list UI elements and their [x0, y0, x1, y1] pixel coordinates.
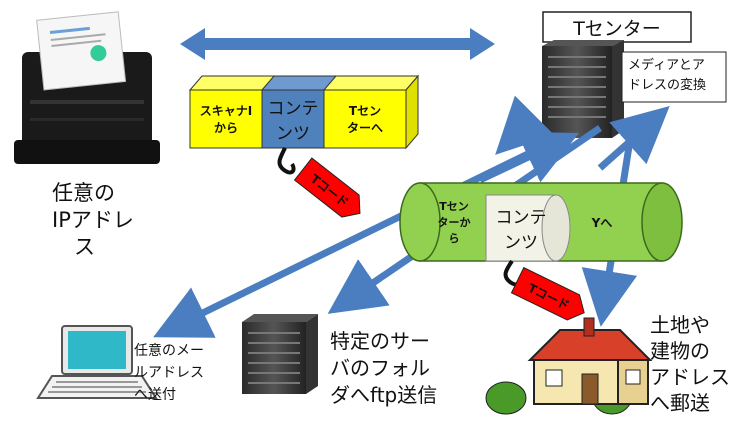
top-box-middle-text: コンテ ンツ: [267, 99, 319, 144]
house-label: 土地や 建物の アドレス へ郵送: [650, 313, 730, 415]
house-icon: [485, 317, 653, 415]
distribution-arrows: [153, 95, 670, 338]
cylinder-right-text: Yへ: [591, 215, 613, 230]
content-cylinder: [399, 182, 683, 262]
top-packet-box: [188, 74, 420, 150]
cylinder-left-text: Tセン ターか ら: [437, 200, 471, 245]
tcenter-title: Tセンター: [573, 17, 661, 40]
laptop-label: 任意のメー ルアドレス へ送付: [134, 343, 204, 403]
scanner-icon: [14, 11, 160, 164]
tcode-tag-cylinder: [510, 266, 585, 321]
tcenter-title-box: [542, 11, 692, 43]
laptop-icon: [36, 325, 158, 399]
server-label: 特定のサー バのフォル ダへftp送信: [330, 329, 438, 407]
tcenter-sublabel-box: [621, 51, 727, 103]
double-arrow-scanner-tcenter: [180, 28, 495, 60]
tcenter-server-icon: [542, 40, 624, 138]
ftp-server-icon: [242, 314, 318, 394]
scanner-label: 任意の IPアドレ ス: [52, 181, 134, 259]
tcode-tag-top: [293, 157, 361, 218]
cylinder-middle-text: コンテ ンツ: [495, 208, 547, 253]
tcenter-sublabel: メディアとア ドレスの変換: [628, 58, 707, 93]
top-box-left-text: スキャナI から: [199, 104, 253, 135]
tag-hook-top: [277, 147, 296, 175]
top-box-right-text: Tセン ターへ: [346, 104, 383, 135]
